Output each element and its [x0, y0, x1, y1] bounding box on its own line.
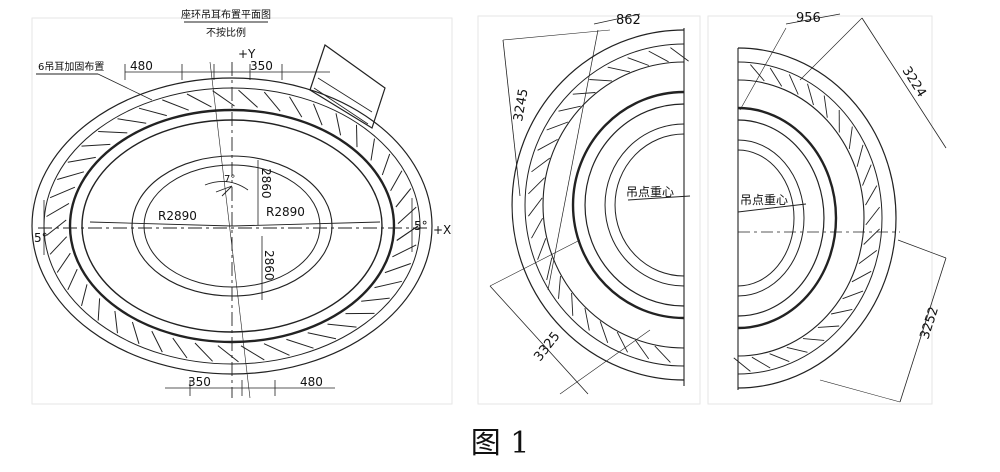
left-plan-drawing	[31, 17, 453, 405]
middle-dim-bottom: 3325	[531, 329, 563, 364]
axis-y-label: +Y	[238, 47, 256, 61]
dim-vertical-top: 2860	[259, 168, 273, 199]
axis-x-label: +X	[433, 223, 451, 237]
angle-left: 5°	[34, 231, 48, 245]
right-center-label: 吊点重心	[740, 193, 788, 207]
right-half-drawing	[707, 13, 947, 405]
middle-half-drawing	[477, 13, 701, 405]
angle-right: 5°	[414, 219, 428, 233]
middle-center-label: 吊点重心	[626, 185, 674, 199]
figure-caption: 图 1	[470, 426, 530, 461]
dim-vertical-bottom: 2860	[262, 250, 276, 281]
left-subtitle: 不按比例	[206, 26, 246, 39]
left-title: 座环吊耳布置平面图	[181, 8, 271, 21]
dim-bottom-right: 480	[300, 375, 323, 389]
dim-top-left: 480	[130, 59, 153, 73]
stay-vanes	[46, 89, 419, 363]
radius-left: R2890	[158, 209, 197, 223]
middle-dim-left: 3245	[511, 87, 532, 122]
middle-dim-top: 862	[616, 13, 641, 28]
left-note: 6吊耳加固布置	[38, 61, 104, 73]
right-dim-top: 956	[796, 11, 821, 26]
radius-right: R2890	[266, 205, 305, 219]
angle-center: 7°	[224, 174, 235, 185]
dim-top-right: 350	[250, 59, 273, 73]
right-dim-bottom: 3252	[918, 305, 942, 341]
dim-bottom-left: 350	[188, 375, 211, 389]
